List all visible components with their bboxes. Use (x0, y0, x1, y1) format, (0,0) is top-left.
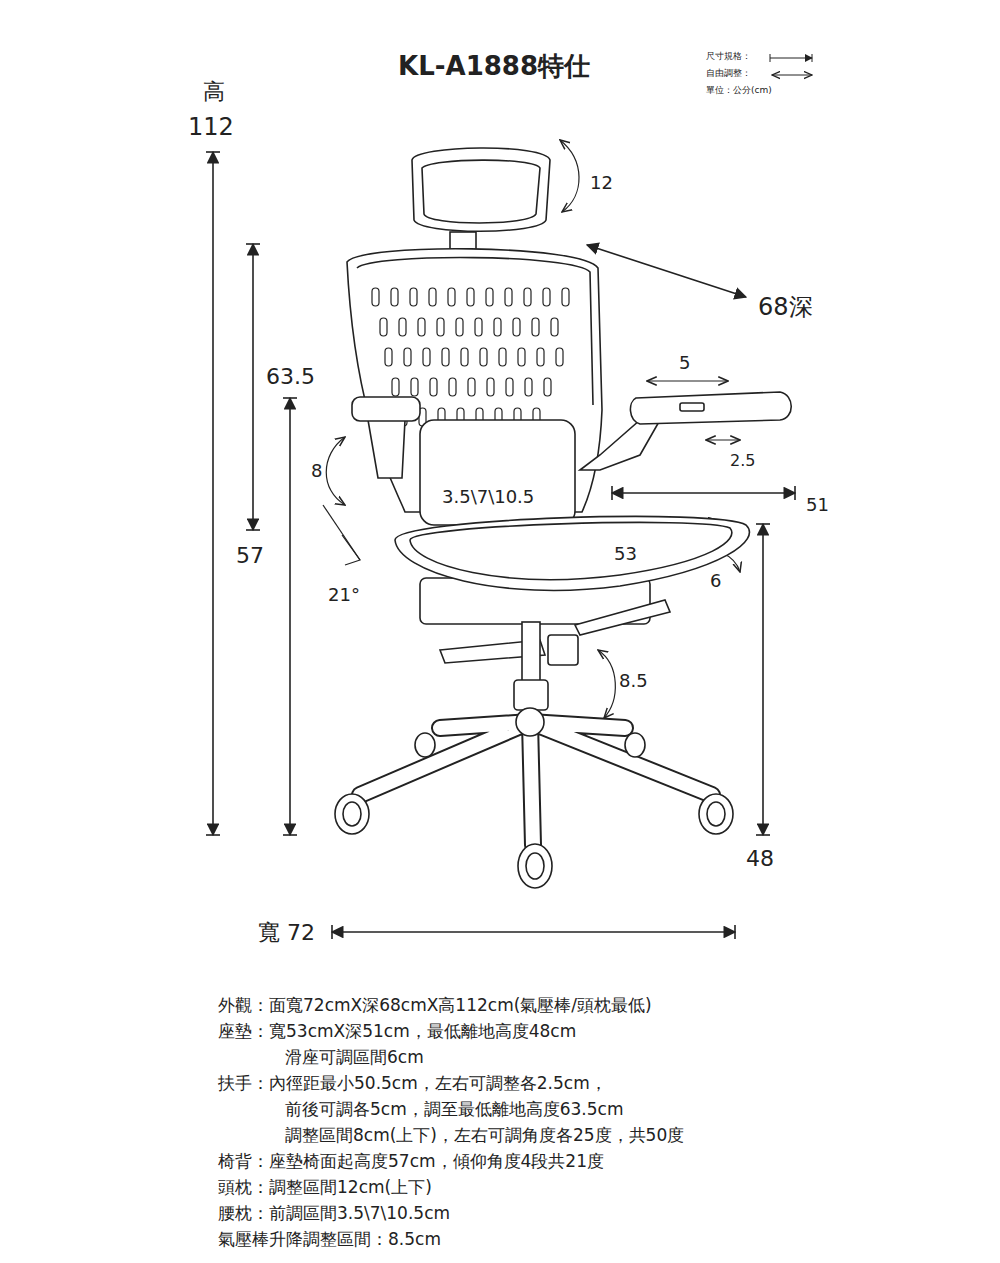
back-slot (468, 378, 475, 396)
callout-number: 8.5 (617, 670, 650, 693)
back-slot (410, 288, 417, 306)
spec-line: 扶手：內徑距最小50.5cm，左右可調整各2.5cm， (216, 1073, 609, 1094)
callout-number: 8 (309, 460, 324, 483)
back-slot (525, 378, 532, 396)
dimension-value: 53 (612, 543, 639, 566)
spec-line: 腰枕：前調區間3.5\7\10.5cm (216, 1203, 452, 1224)
back-slot (467, 288, 474, 306)
chair-base-fill (360, 722, 712, 845)
spec-line: 座墊：寬53cmX深51cm，最低離地高度48cm (216, 1021, 578, 1042)
dimension-label: 高 (201, 78, 227, 106)
chair-parts (352, 392, 791, 710)
back-slot (556, 348, 563, 366)
wheels (335, 708, 733, 888)
spec-line: 外觀：面寬72cmX深68cmX高112cm(氣壓棒/頭枕最低) (216, 995, 654, 1016)
legend-text: 自由調整： (704, 68, 753, 79)
back-slot (537, 348, 544, 366)
legend-samples (770, 54, 812, 75)
legend-text: 尺寸規格： (704, 51, 753, 62)
back-slot (423, 348, 430, 366)
spec-line: 椅背：座墊椅面起高度57cm，傾仰角度4段共21度 (216, 1151, 606, 1172)
back-slot (518, 348, 525, 366)
back-slot (372, 288, 379, 306)
back-slot (430, 378, 437, 396)
back-slot (392, 378, 399, 396)
back-slot (429, 288, 436, 306)
back-slot (404, 348, 411, 366)
callout-number: 6 (708, 570, 723, 593)
callout-number: 5 (677, 352, 692, 375)
back-slot (411, 378, 418, 396)
back-slot (456, 318, 463, 336)
spec-line: 頭枕：調整區間12cm(上下) (216, 1177, 434, 1198)
dimension-value: 寬 72 (256, 919, 317, 947)
back-slot (551, 318, 558, 336)
dimension-value: 63.5 (264, 363, 317, 391)
angle-label: 21° (326, 584, 362, 607)
dimension-value: 48 (744, 845, 776, 873)
dimension-value: 57 (234, 542, 266, 570)
back-slot (475, 318, 482, 336)
back-slot (532, 318, 539, 336)
spec-line: 氣壓棒升降調整區間：8.5cm (216, 1229, 443, 1250)
back-slot (505, 288, 512, 306)
unit-note: 單位：公分(cm) (704, 85, 774, 96)
back-slot (513, 318, 520, 336)
spec-line: 前後可調各5cm，調至最低離地高度63.5cm (283, 1099, 625, 1120)
back-slot (487, 378, 494, 396)
spec-line: 調整區間8cm(上下)，左右可調角度各25度，共50度 (283, 1125, 686, 1146)
back-slot (399, 318, 406, 336)
dimension-value: 112 (186, 112, 236, 142)
back-slot (442, 348, 449, 366)
back-slot (506, 378, 513, 396)
dimension-value: 51 (804, 494, 831, 517)
callout-number: 2.5 (728, 451, 757, 471)
dimension-lines (206, 152, 795, 939)
back-slot (562, 288, 569, 306)
back-slot (391, 288, 398, 306)
callout-number: 3.5\7\10.5 (440, 486, 536, 509)
adjust-arrows (323, 140, 740, 718)
back-slot (486, 288, 493, 306)
back-slot (461, 348, 468, 366)
spec-line: 滑座可調區間6cm (283, 1047, 426, 1068)
back-slot (449, 378, 456, 396)
back-slot (524, 288, 531, 306)
back-slot (544, 378, 551, 396)
back-slot (494, 318, 501, 336)
back-slot (448, 288, 455, 306)
back-slot (499, 348, 506, 366)
chair-base (360, 722, 712, 845)
back-slot (385, 348, 392, 366)
callout-number: 12 (588, 172, 615, 195)
back-slot (418, 318, 425, 336)
back-slot (380, 318, 387, 336)
back-slot (480, 348, 487, 366)
back-slot (437, 318, 444, 336)
back-slot (543, 288, 550, 306)
diagram-title: KL-A1888特仕 (396, 50, 592, 83)
dimension-value: 68深 (756, 292, 815, 322)
